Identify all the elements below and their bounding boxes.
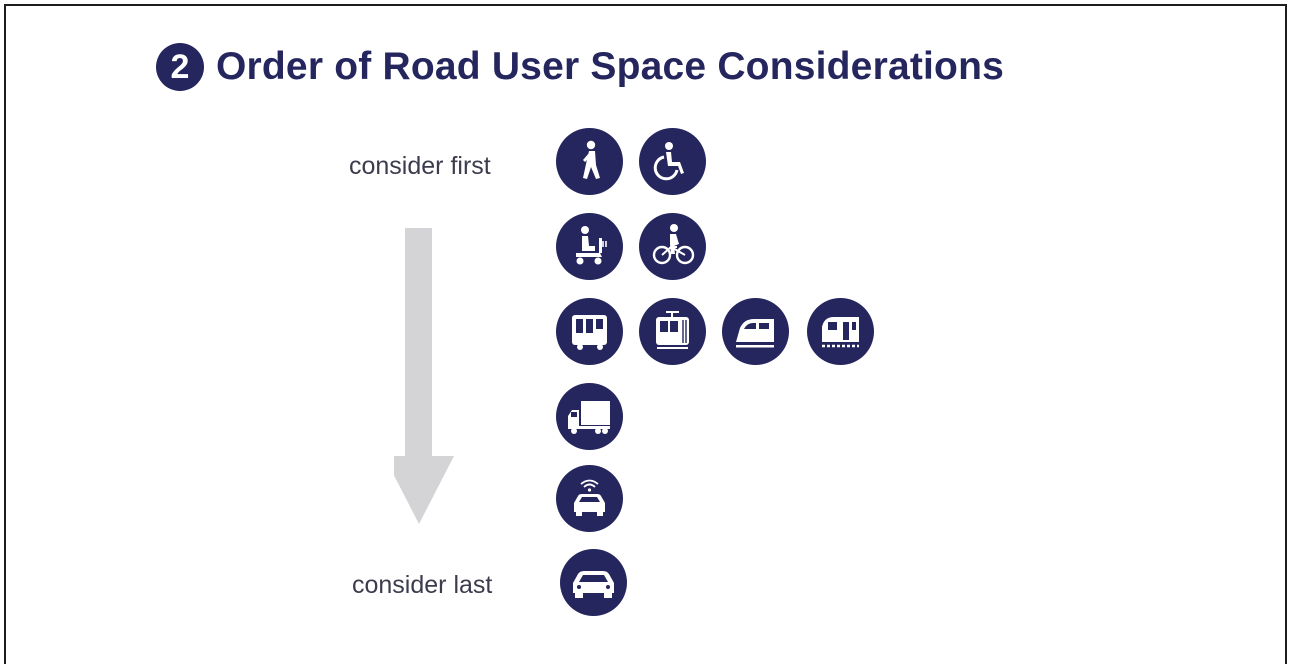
priority-arrow — [394, 228, 454, 524]
car-icon — [560, 549, 627, 616]
tram-icon — [639, 298, 706, 365]
pedestrian-icon — [556, 128, 623, 195]
cyclist-icon — [639, 213, 706, 280]
page-title: Order of Road User Space Considerations — [216, 45, 1004, 88]
connected-car-icon — [556, 465, 623, 532]
bus-icon — [556, 298, 623, 365]
train-icon — [807, 298, 874, 365]
freight-truck-icon — [556, 383, 623, 450]
label-consider-first: consider first — [349, 152, 491, 180]
light-rail-icon — [722, 298, 789, 365]
label-consider-last: consider last — [352, 571, 493, 599]
title-row: 2 Order of Road User Space Consideration… — [156, 42, 1004, 92]
step-number-badge: 2 — [156, 43, 204, 91]
wheelchair-user-icon — [639, 128, 706, 195]
slide-frame: 2 Order of Road User Space Consideration… — [4, 4, 1287, 664]
mobility-scooter-icon — [556, 213, 623, 280]
